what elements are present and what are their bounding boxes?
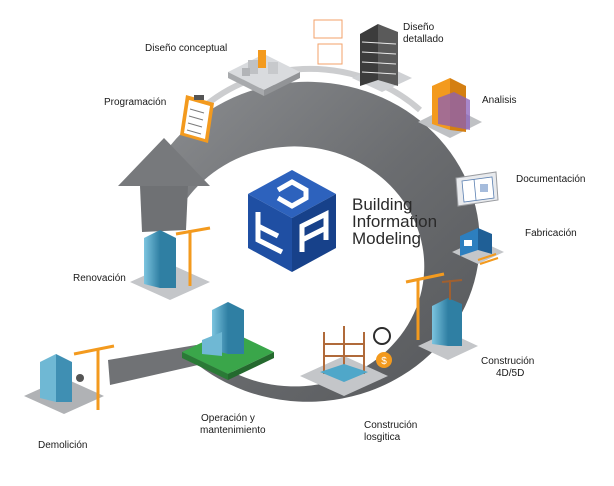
programming-clipboard-icon [180, 95, 214, 143]
label-programacion: Programación [104, 97, 167, 108]
label-diseno-conceptual: Diseño conceptual [145, 43, 228, 54]
operation-building-icon [182, 302, 274, 380]
label-renovacion: Renovación [73, 273, 126, 284]
bim-logo [248, 170, 336, 272]
ring-body [145, 81, 480, 402]
logo-glyph-right [299, 209, 329, 252]
dollar-glyph: $ [381, 356, 387, 367]
stopwatch-icon [373, 327, 391, 345]
ring-arrow-stem [140, 186, 188, 232]
construction-logistics-frame-icon: $ [300, 326, 392, 396]
label-diseno-detallado-1: Diseño [403, 22, 435, 33]
label-demolicion: Demolición [38, 440, 88, 451]
label-analisis: Analisis [482, 95, 517, 106]
title-line-3: Modeling [352, 229, 421, 248]
ring-arrowhead [118, 138, 210, 186]
construction-4d5d-tower-icon [405, 272, 478, 360]
label-diseno-detallado-2: detallado [403, 34, 444, 45]
documentation-drawings-icon [455, 171, 499, 207]
label-operacion-2: mantenimiento [200, 425, 266, 436]
analysis-building-icon [418, 78, 482, 138]
conceptual-design-model-icon [228, 50, 300, 96]
demolition-building-icon [24, 344, 115, 414]
lifecycle-ring [108, 65, 480, 402]
logo-glyph-top [276, 179, 309, 209]
fabrication-module-icon [452, 228, 504, 265]
detailed-design-building-icon [313, 19, 412, 92]
label-operacion-1: Operación y [201, 413, 255, 424]
ring-tail [108, 345, 198, 385]
label-construccion-4d5d-2: 4D/5D [496, 368, 525, 379]
label-construccion-logistica-1: Construción [364, 420, 418, 431]
label-fabricacion: Fabricación [525, 228, 577, 239]
label-construccion-logistica-2: losgitica [364, 432, 401, 443]
title-line-1: Building [352, 195, 413, 214]
dollar-coin-icon [376, 352, 392, 368]
title-line-2: Information [352, 212, 438, 231]
ring-highlight [198, 65, 422, 113]
logo-glyph-left [255, 212, 284, 255]
renovation-building-icon [130, 226, 211, 300]
label-documentacion: Documentación [516, 174, 586, 185]
label-construccion-4d5d-1: Construción [481, 356, 535, 367]
